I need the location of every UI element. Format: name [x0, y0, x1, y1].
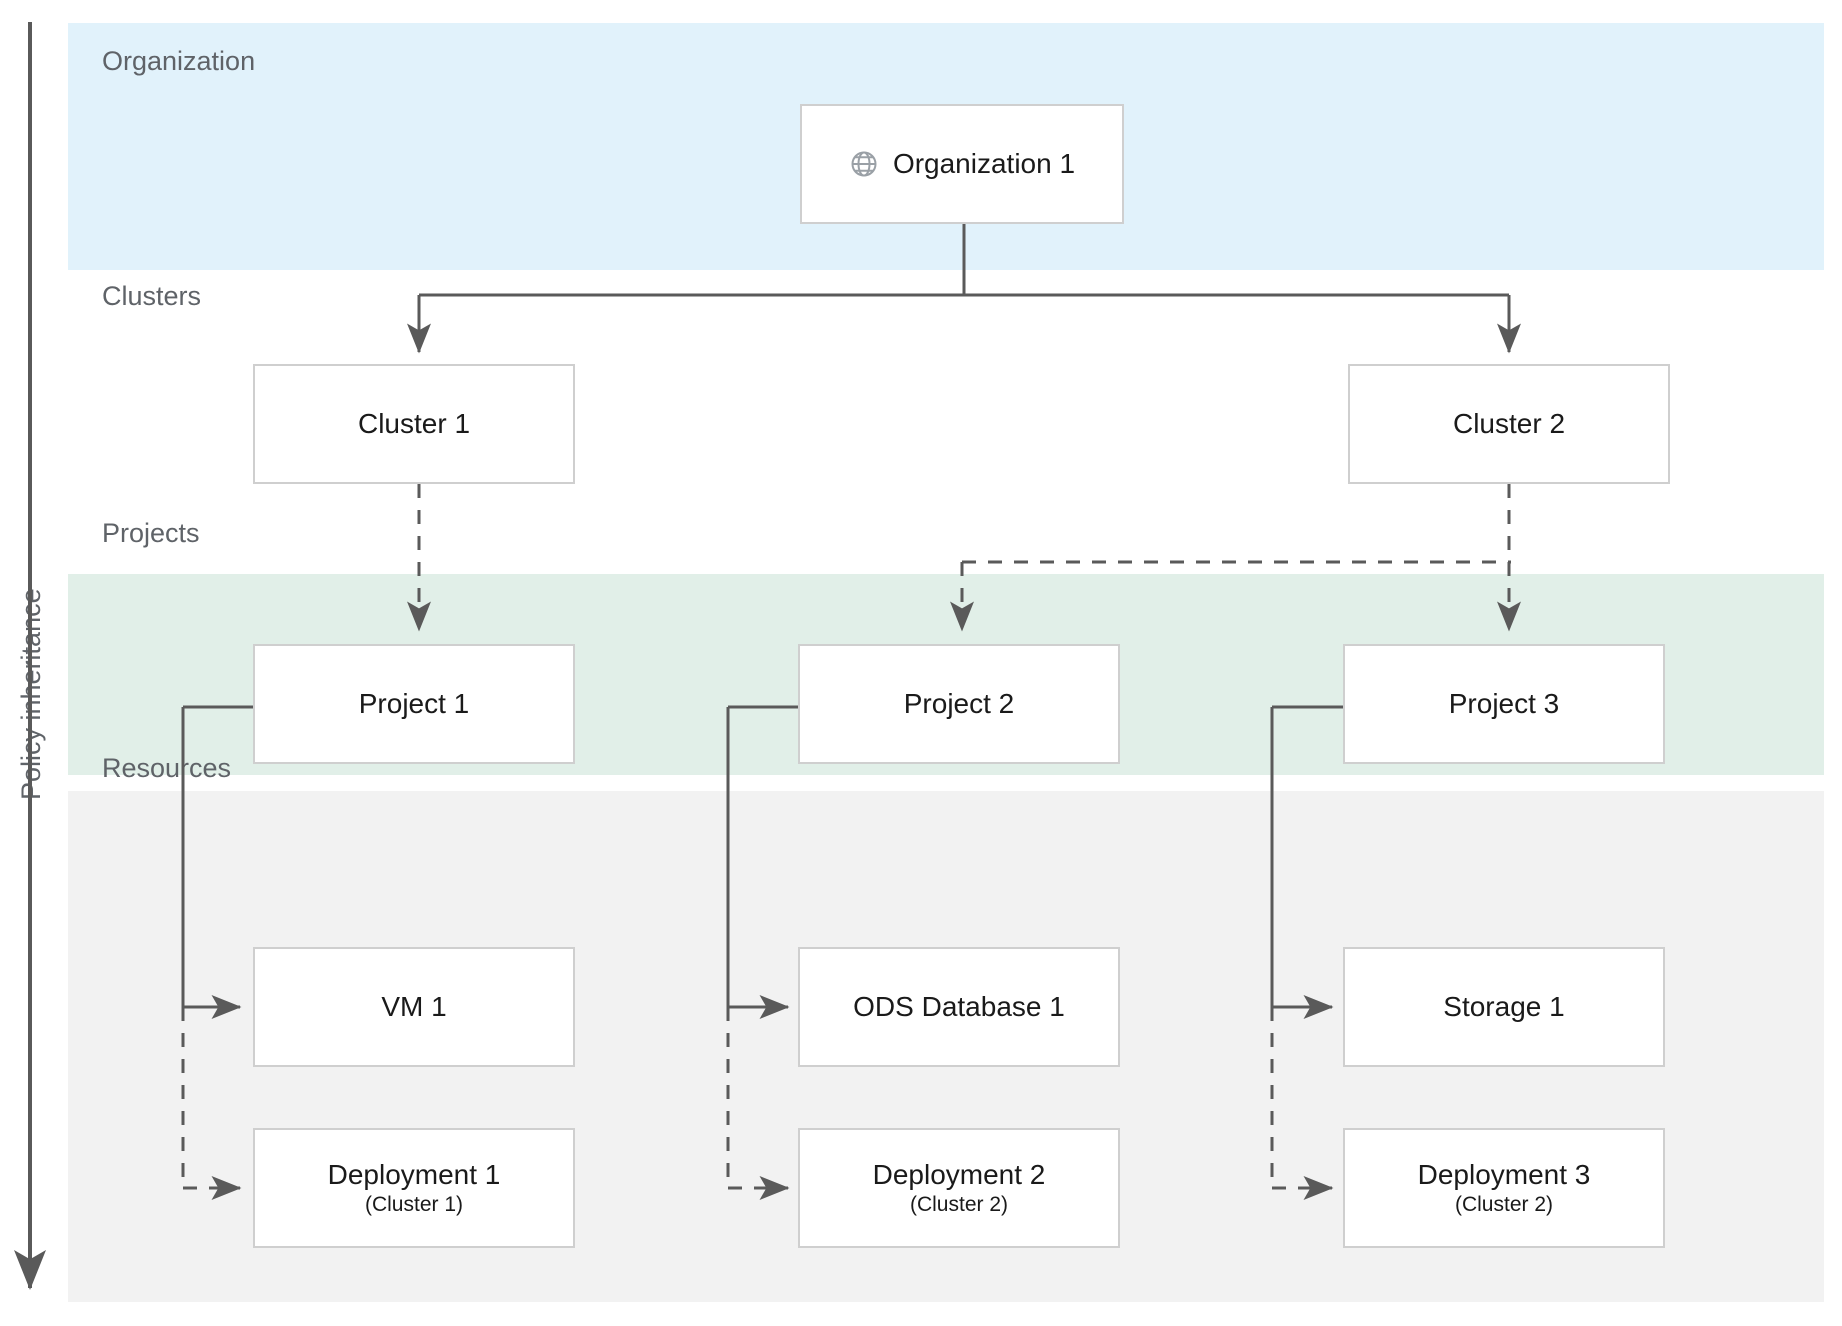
node-title: Organization 1: [892, 147, 1076, 179]
node-title: Project 3: [1448, 687, 1560, 719]
node-vm-1[interactable]: VM 1: [253, 947, 575, 1067]
node-deployment-2[interactable]: Deployment 2 (Cluster 2): [798, 1128, 1120, 1248]
band-label-resources: Resources: [102, 753, 232, 783]
globe-icon: [849, 149, 879, 179]
node-project-3[interactable]: Project 3: [1343, 644, 1665, 764]
node-title: Deployment 3: [1417, 1158, 1591, 1190]
node-title: Project 2: [903, 687, 1015, 719]
node-ods-database-1[interactable]: ODS Database 1: [798, 947, 1120, 1067]
node-title: Deployment 2: [872, 1158, 1046, 1190]
band-label-projects: Projects: [102, 518, 200, 548]
node-cluster-1[interactable]: Cluster 1: [253, 364, 575, 484]
node-subtitle: (Cluster 2): [909, 1193, 1009, 1217]
node-project-2[interactable]: Project 2: [798, 644, 1120, 764]
node-project-1[interactable]: Project 1: [253, 644, 575, 764]
band-label-clusters: Clusters: [102, 281, 202, 311]
node-storage-1[interactable]: Storage 1: [1343, 947, 1665, 1067]
node-subtitle: (Cluster 2): [1454, 1193, 1554, 1217]
node-title: Cluster 2: [1452, 407, 1566, 439]
node-title: VM 1: [381, 990, 447, 1022]
node-deployment-1[interactable]: Deployment 1 (Cluster 1): [253, 1128, 575, 1248]
node-title: ODS Database 1: [853, 990, 1065, 1022]
node-title: Project 1: [358, 687, 470, 719]
node-title: Deployment 1: [327, 1158, 501, 1190]
policy-inheritance-label: Policy inheritance: [16, 588, 46, 800]
node-title: Cluster 1: [357, 407, 471, 439]
node-title: Storage 1: [1443, 990, 1565, 1022]
node-organization-1[interactable]: Organization 1: [800, 104, 1124, 224]
node-subtitle: (Cluster 1): [364, 1193, 464, 1217]
band-label-organization: Organization: [102, 46, 256, 76]
node-deployment-3[interactable]: Deployment 3 (Cluster 2): [1343, 1128, 1665, 1248]
node-cluster-2[interactable]: Cluster 2: [1348, 364, 1670, 484]
